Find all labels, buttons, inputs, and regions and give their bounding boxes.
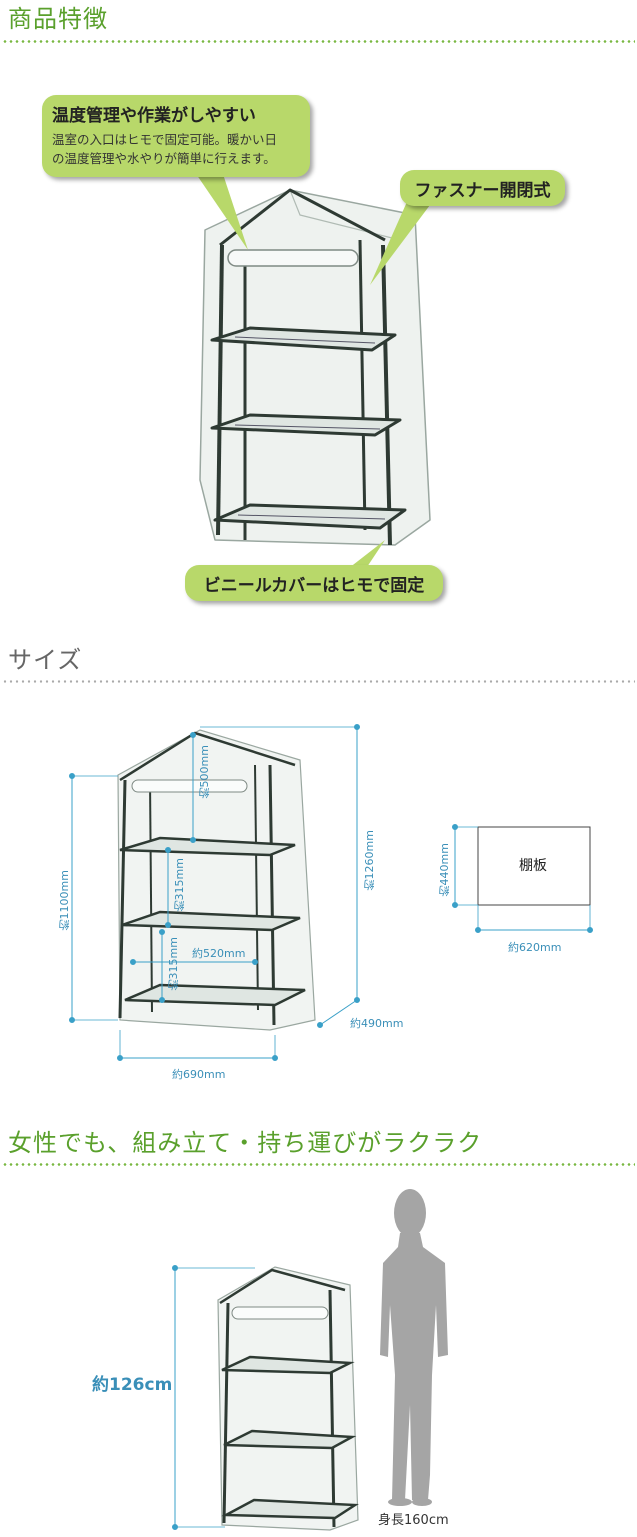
dim-1100: 約1100mm <box>58 870 71 931</box>
section-title-easy: 女性でも、組み立て・持ち運びがラクラク <box>8 1129 483 1157</box>
height-comparison <box>172 1189 448 1531</box>
greenhouse-small <box>217 1266 359 1531</box>
greenhouse-illustration <box>190 165 431 575</box>
callout-title: 温度管理や作業がしやすい <box>52 106 256 126</box>
height-dimension <box>172 1265 255 1530</box>
section-title-size: サイズ <box>8 646 83 674</box>
callout-zipper: ファスナー開閉式 <box>400 170 565 206</box>
divider-dotted <box>2 1163 635 1166</box>
callout-pointer <box>370 195 430 285</box>
dim-490: 約490mm <box>350 1017 404 1030</box>
shelf-board <box>477 826 591 906</box>
callout-pointer <box>190 165 248 250</box>
greenhouse-photo <box>199 188 431 546</box>
dim-500: 約500mm <box>198 745 211 799</box>
size-diagram <box>69 724 593 1061</box>
shelf-label: 棚板 <box>519 858 547 874</box>
callout-title: ファスナー開閉式 <box>414 180 551 201</box>
person-silhouette <box>380 1189 448 1506</box>
callout-cover: ビニールカバーはヒモで固定 <box>185 565 443 601</box>
callout-title: ビニールカバーはヒモで固定 <box>203 575 425 596</box>
divider-dotted <box>2 40 635 43</box>
section-title-features: 商品特徴 <box>8 5 108 33</box>
divider-dotted <box>2 680 635 683</box>
callout-desc-line1: 温室の入口はヒモで固定可能。暖かい日 <box>52 132 278 147</box>
shelf-width-label: 約620mm <box>508 941 562 954</box>
dim-690: 約690mm <box>172 1068 226 1081</box>
greenhouse-drawing <box>117 729 316 1031</box>
callout-temperature: 温度管理や作業がしやすい 温室の入口はヒモで固定可能。暖かい日 の温度管理や水や… <box>42 95 310 177</box>
dim-520: 約520mm <box>192 947 246 960</box>
height-label: 約126cm <box>92 1375 173 1395</box>
person-height-label: 身長160cm <box>378 1513 449 1528</box>
dimension-lines <box>69 724 360 1061</box>
dim-1260: 約1260mm <box>363 830 376 891</box>
dim-315b: 約315mm <box>167 937 180 991</box>
shelf-height-label: 約440mm <box>438 843 451 897</box>
dim-315a: 約315mm <box>173 858 186 912</box>
shelf-dimension-lines <box>452 824 593 933</box>
callout-desc-line2: の温度管理や水やりが簡単に行えます。 <box>52 151 276 166</box>
